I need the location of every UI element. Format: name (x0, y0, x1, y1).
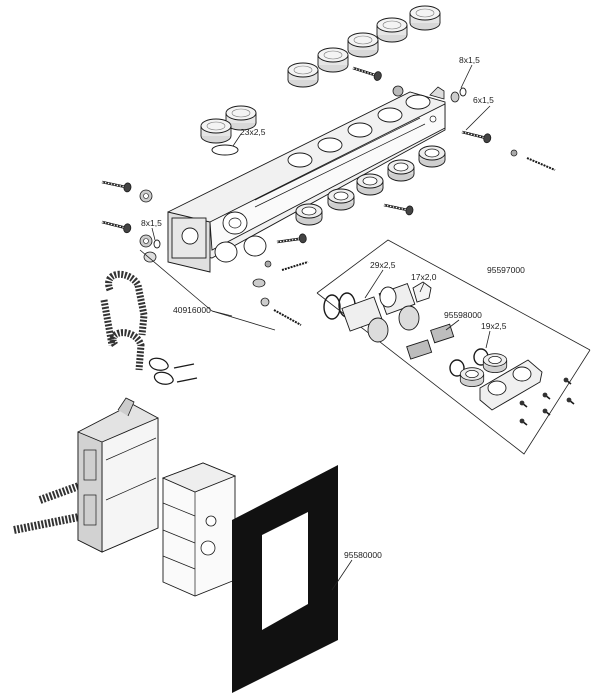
label-seal-6x1-5: 6x1,5 (473, 95, 494, 105)
label-seal-29x2-5: 29x2,5 (370, 260, 396, 270)
screw-set-middle (252, 232, 309, 326)
cartridge-set (323, 281, 575, 426)
screw-set-left (99, 176, 161, 263)
insulation-block (161, 462, 237, 597)
label-part-95580000: 95580000 (344, 550, 382, 560)
part-labels: 8x1,5 6x1,5 23x2,5 8x1,5 29x2,5 17x2,0 9… (141, 55, 525, 560)
label-part-40916000: 40916000 (173, 305, 211, 315)
screw-set-top-right (350, 62, 556, 217)
cover-frame-95580000 (232, 465, 338, 693)
manifold-body (167, 86, 446, 273)
cap-row-top (287, 5, 441, 88)
label-part-95598000: 95598000 (444, 310, 482, 320)
label-seal-8x1-5-left: 8x1,5 (141, 218, 162, 228)
label-seal-19x2-5: 19x2,5 (481, 321, 507, 331)
seal-ring-23x2-5 (211, 144, 239, 156)
label-seal-8x1-5-top: 8x1,5 (459, 55, 480, 65)
flex-hoses (13, 270, 198, 534)
label-seal-23x2-5: 23x2,5 (240, 127, 266, 137)
mounting-box (77, 397, 159, 553)
label-seal-17x2-0: 17x2,0 (411, 272, 437, 282)
callout-frame-95597000 (316, 239, 591, 455)
cap-pair-left (200, 105, 257, 144)
label-part-95597000: 95597000 (487, 265, 525, 275)
leader-lines (139, 64, 491, 591)
